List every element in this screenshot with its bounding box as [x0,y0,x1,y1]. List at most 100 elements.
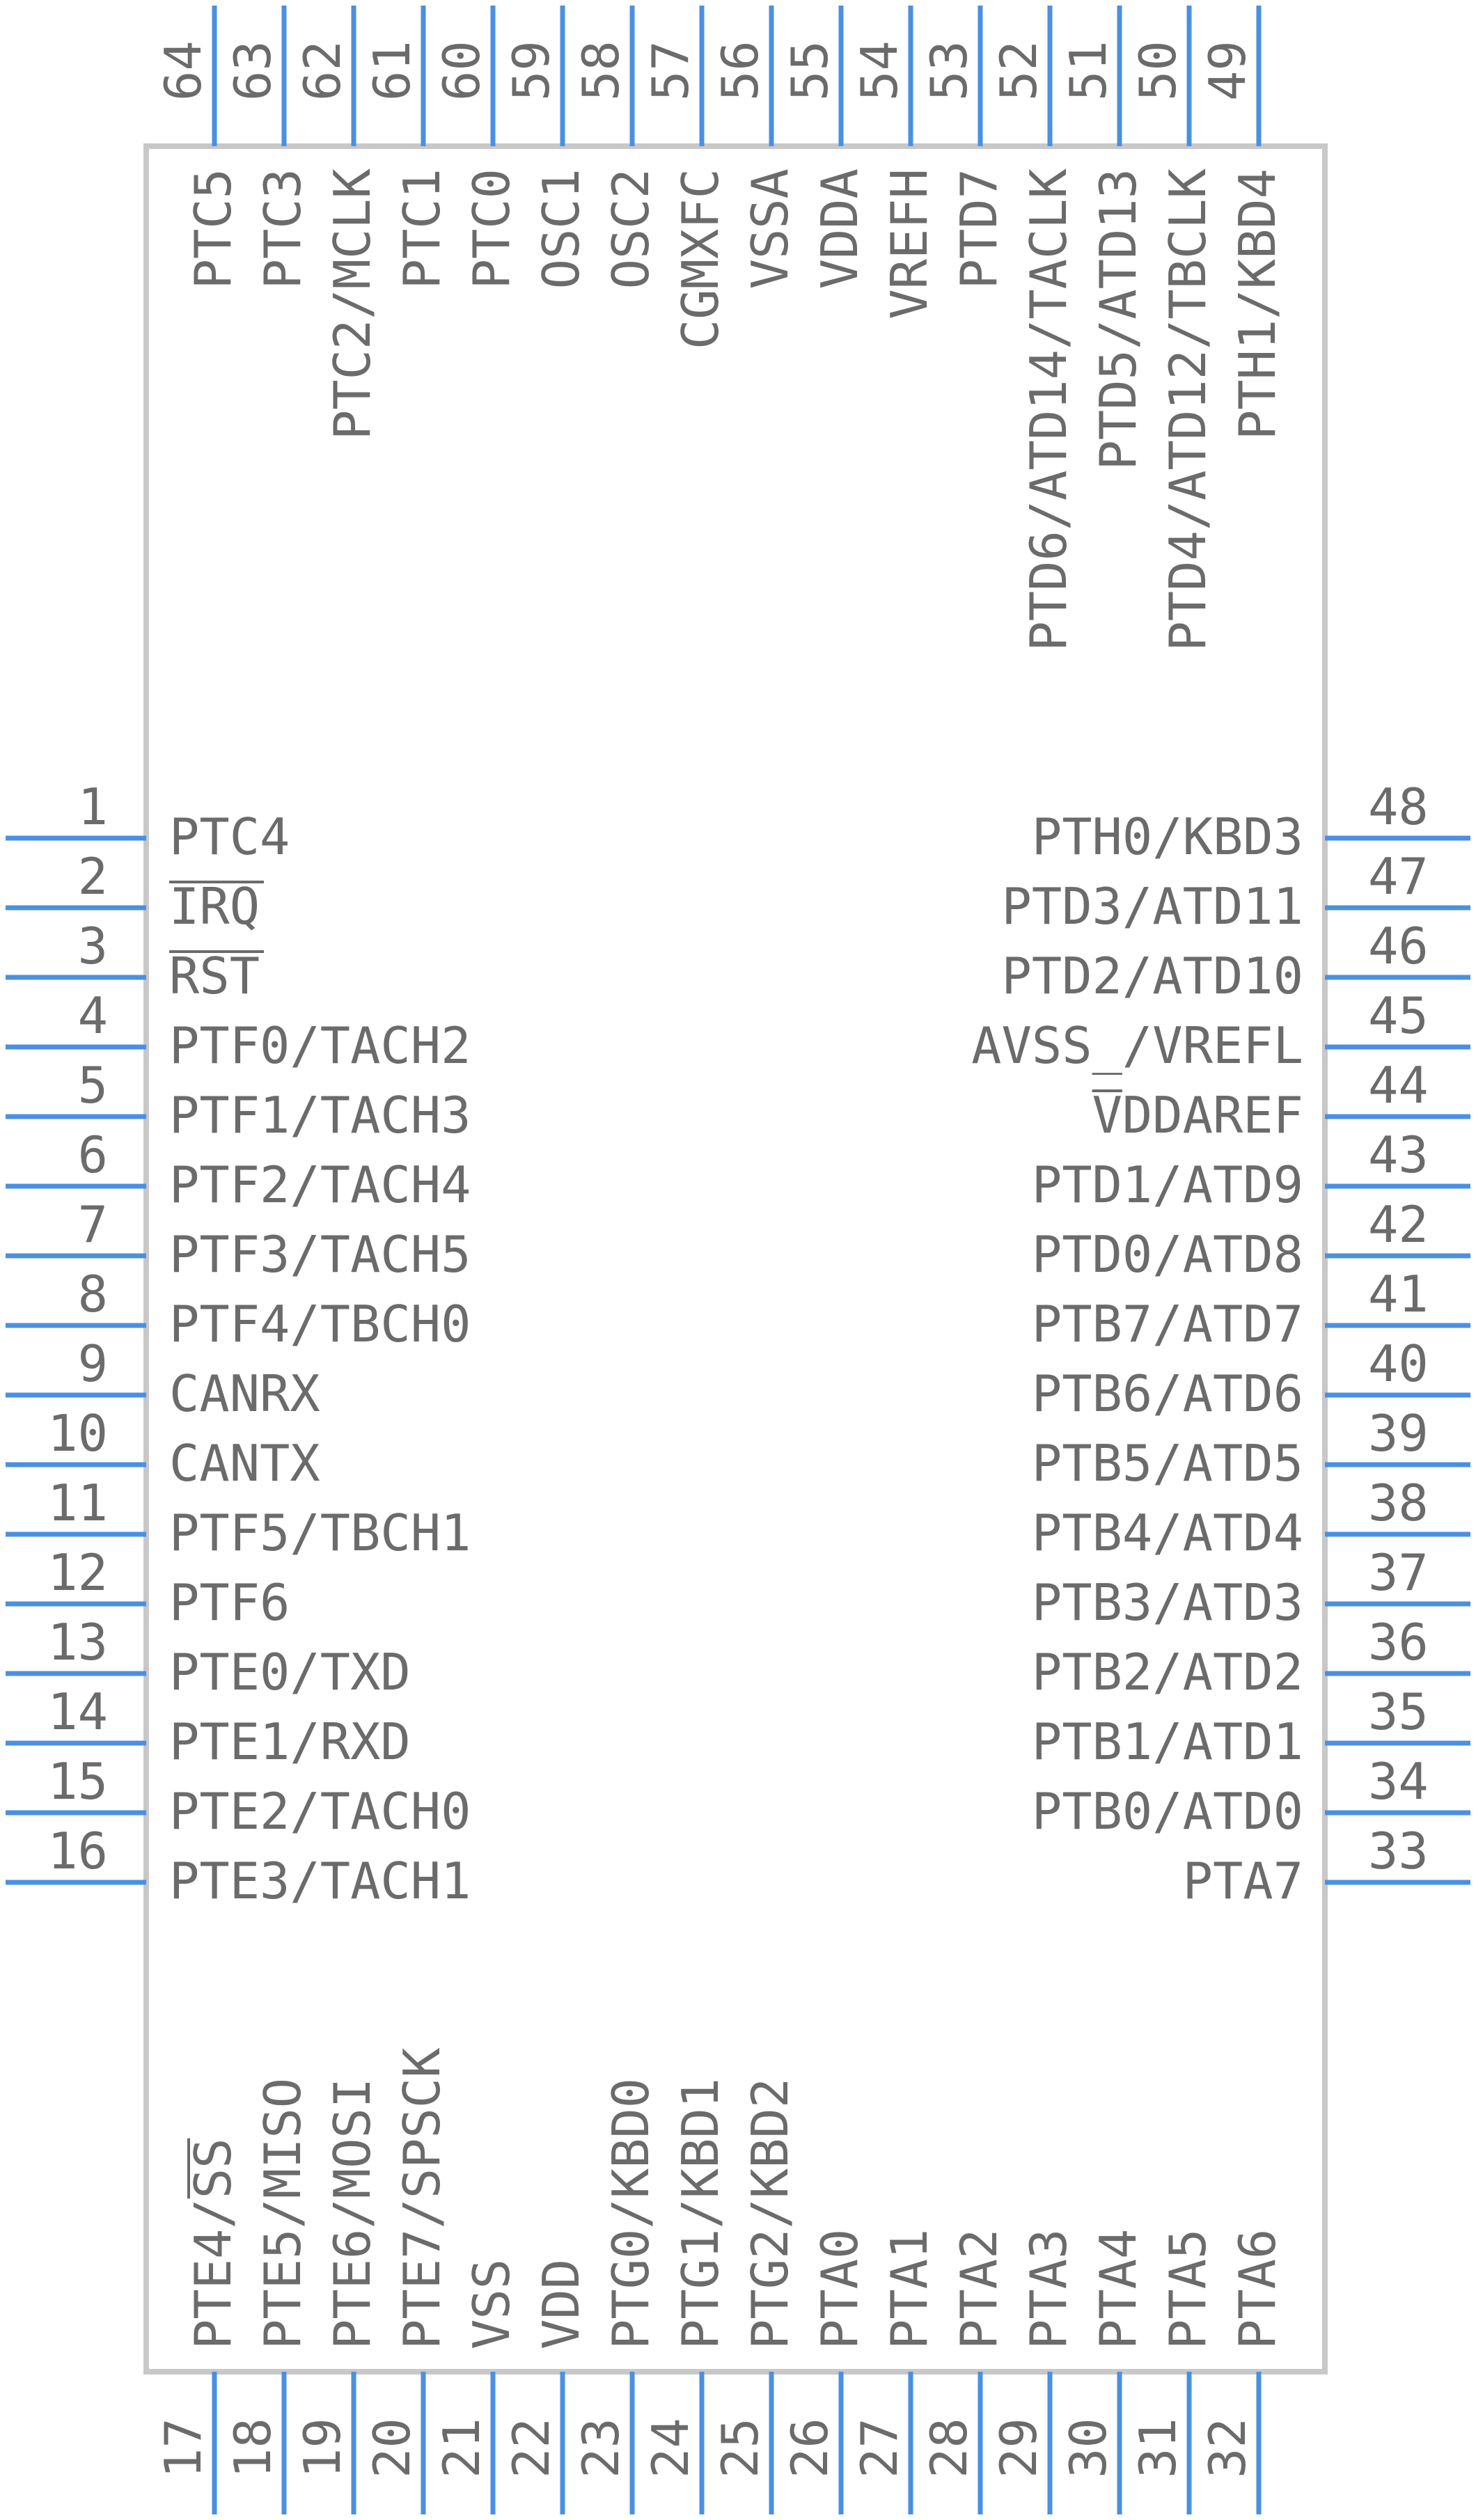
pin-37-number: 37 [1368,1543,1429,1602]
pin-2-number: 2 [78,847,108,906]
pin-41-label-ptb7-atd7: PTB7/ATD7 [1032,1295,1303,1353]
pin-12-number: 12 [47,1543,108,1602]
pin-61-number: 61 [363,40,421,101]
pin-20-number: 20 [363,2418,421,2478]
pin-59-number: 59 [502,40,560,101]
pin-34-label-ptb0-atd0: PTB0/ATD0 [1032,1782,1303,1841]
pin-43-number: 43 [1368,1126,1429,1184]
pin-54-label-vrefh: VREFH [880,168,939,320]
pin-54-number: 54 [850,40,909,101]
pin-11-number: 11 [47,1474,108,1532]
pin-46-number: 46 [1368,917,1429,975]
pin-33-label-pta7: PTA7 [1183,1852,1303,1910]
pin-17-number: 17 [154,2418,212,2478]
pin-7-label-ptf3-tach5: PTF3/TACH5 [169,1225,471,1284]
right-pin-group: 48PTH0/KBD347PTD3/ATD1146PTD2/ATD1045AVS… [971,778,1470,1910]
pin-64-label-ptc5: PTC5 [184,168,242,289]
pin-53-number: 53 [920,40,978,101]
pin-49-number: 49 [1198,40,1257,101]
pin-35-number: 35 [1368,1683,1429,1741]
pin-63-number: 63 [223,40,282,101]
pin-22-number: 22 [502,2418,560,2478]
pin-47-label-ptd3-atd11: PTD3/ATD11 [1002,877,1303,936]
pin-22-label-vdd: VDD [532,2259,590,2349]
pin-13-label-pte0-txd: PTE0/TXD [169,1643,411,1701]
pin-1-label-ptc4: PTC4 [169,808,290,866]
pin-46-label-ptd2-atd10: PTD2/ATD10 [1002,947,1303,1005]
pin-64-number: 64 [154,40,212,101]
pin-56-number: 56 [711,40,769,101]
pin-39-number: 39 [1368,1404,1429,1463]
pin-9-number: 9 [78,1334,108,1393]
pin-45-label-avss-vrefl: AVSS_/VREFL [971,1016,1303,1075]
pin-4-number: 4 [78,986,108,1045]
pin-58-number: 58 [572,40,630,101]
pin-26-number: 26 [780,2418,839,2478]
pin-55-label-vdda: VDDA [810,168,869,289]
pin-59-label-osc1: OSC1 [532,168,590,289]
pin-21-label-vss: VSS [462,2259,521,2349]
pin-14-number: 14 [47,1683,108,1741]
pin-5-label-ptf1-tach3: PTF1/TACH3 [169,1086,471,1144]
pin-49-label-pth1-kbd4: PTH1/KBD4 [1228,168,1287,440]
pin-44-number: 44 [1368,1056,1429,1115]
pin-52-number: 52 [989,40,1048,101]
pin-16-number: 16 [47,1822,108,1880]
pin-47-number: 47 [1368,847,1429,906]
bottom-pin-group: 17PTE4/SS18PTE5/MISO19PTE6/MOSI20PTE7/SP… [154,2047,1287,2514]
pin-40-label-ptb6-atd6: PTB6/ATD6 [1032,1364,1303,1423]
pin-15-number: 15 [47,1752,108,1811]
pin-9-label-canrx: CANRX [169,1364,320,1423]
pin-15-label-pte2-tach0: PTE2/TACH0 [169,1782,471,1841]
pin-1-number: 1 [78,778,108,836]
pin-3-label-rst: RST [169,947,260,1005]
pin-11-label-ptf5-tbch1: PTF5/TBCH1 [169,1504,471,1562]
pin-29-number: 29 [989,2418,1048,2478]
pin-39-label-ptb5-atd5: PTB5/ATD5 [1032,1434,1303,1493]
pin-43-label-ptd1-atd9: PTD1/ATD9 [1032,1156,1303,1214]
pin-24-number: 24 [641,2418,700,2478]
pin-12-label-ptf6: PTF6 [169,1573,290,1632]
pin-35-label-ptb1-atd1: PTB1/ATD1 [1032,1712,1303,1771]
pin-6-label-ptf2-tach4: PTF2/TACH4 [169,1156,471,1214]
pin-25-label-ptg2-kbd2: PTG2/KBD2 [741,2078,799,2349]
pin-19-label-pte6-mosi: PTE6/MOSI [323,2078,382,2349]
pin-63-label-ptc3: PTC3 [253,168,312,289]
pin-23-label-ptg0-kbd0: PTG0/KBD0 [602,2078,660,2349]
pin-13-number: 13 [47,1613,108,1671]
pin-53-label-ptd7: PTD7 [950,168,1008,289]
pin-8-number: 8 [78,1265,108,1323]
pin-28-label-pta2: PTA2 [950,2229,1008,2349]
pin-38-number: 38 [1368,1474,1429,1532]
pin-17-label-pte4-ss: PTE4/SS [184,2139,242,2349]
pin-42-label-ptd0-atd8: PTD0/ATD8 [1032,1225,1303,1284]
pin-36-number: 36 [1368,1613,1429,1671]
pin-61-label-ptc1: PTC1 [393,168,451,289]
pin-21-number: 21 [432,2418,491,2478]
pin-36-label-ptb2-atd2: PTB2/ATD2 [1032,1643,1303,1701]
pin-38-label-ptb4-atd4: PTB4/ATD4 [1032,1504,1303,1562]
pin-30-number: 30 [1059,2418,1117,2478]
pin-3-number: 3 [78,917,108,975]
pin-50-label-ptd4-atd12-tbclk: PTD4/ATD12/TBCLK [1159,168,1217,651]
pin-33-number: 33 [1368,1822,1429,1880]
pin-29-label-pta3: PTA3 [1019,2229,1078,2349]
pin-48-label-pth0-kbd3: PTH0/KBD3 [1032,808,1303,866]
pin-57-number: 57 [641,40,700,101]
pin-27-number: 27 [850,2418,909,2478]
pin-41-number: 41 [1368,1265,1429,1323]
pin-28-number: 28 [920,2418,978,2478]
pin-14-label-pte1-rxd: PTE1/RXD [169,1712,411,1771]
pin-27-label-pta1: PTA1 [880,2229,939,2349]
pin-58-label-osc2: OSC2 [602,168,660,289]
pin-2-label-irq: IRQ [169,877,260,936]
pin-60-label-ptc0: PTC0 [462,168,521,289]
pin-24-label-ptg1-kbd1: PTG1/KBD1 [671,2078,730,2349]
pin-19-number: 19 [293,2418,352,2478]
pin-23-number: 23 [572,2418,630,2478]
pin-25-number: 25 [711,2418,769,2478]
pin-32-label-pta6: PTA6 [1228,2229,1287,2349]
pin-50-number: 50 [1129,40,1187,101]
top-pin-group: 64PTC563PTC362PTC2/MCLK61PTC160PTC059OSC… [154,6,1287,652]
